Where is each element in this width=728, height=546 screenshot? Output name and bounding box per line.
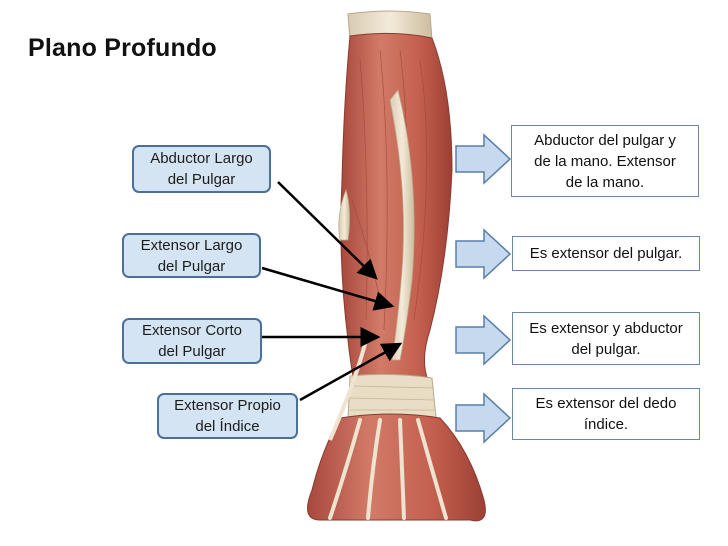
block-arrow-2 — [455, 228, 512, 280]
pointer-line — [261, 266, 395, 311]
function-extensor-corto: Es extensor y abductor del pulgar. — [512, 312, 700, 365]
block-arrow-1 — [455, 133, 512, 185]
label-extensor-propio: Extensor Propio del Índice — [157, 393, 298, 439]
label-abductor-largo: Abductor Largo del Pulgar — [132, 145, 271, 193]
pointer-line — [277, 181, 378, 280]
pointer-line — [299, 342, 403, 402]
block-arrow-3 — [455, 314, 512, 366]
label-extensor-largo: Extensor Largo del Pulgar — [122, 233, 261, 278]
function-extensor-propio: Es extensor del dedo índice. — [512, 388, 700, 440]
label-extensor-corto: Extensor Corto del Pulgar — [122, 318, 262, 364]
slide-title: Plano Profundo — [28, 34, 217, 62]
block-arrow-4 — [455, 392, 512, 444]
function-abductor-largo: Abductor del pulgar y de la mano. Extens… — [511, 125, 699, 197]
function-extensor-largo: Es extensor del pulgar. — [512, 236, 700, 271]
